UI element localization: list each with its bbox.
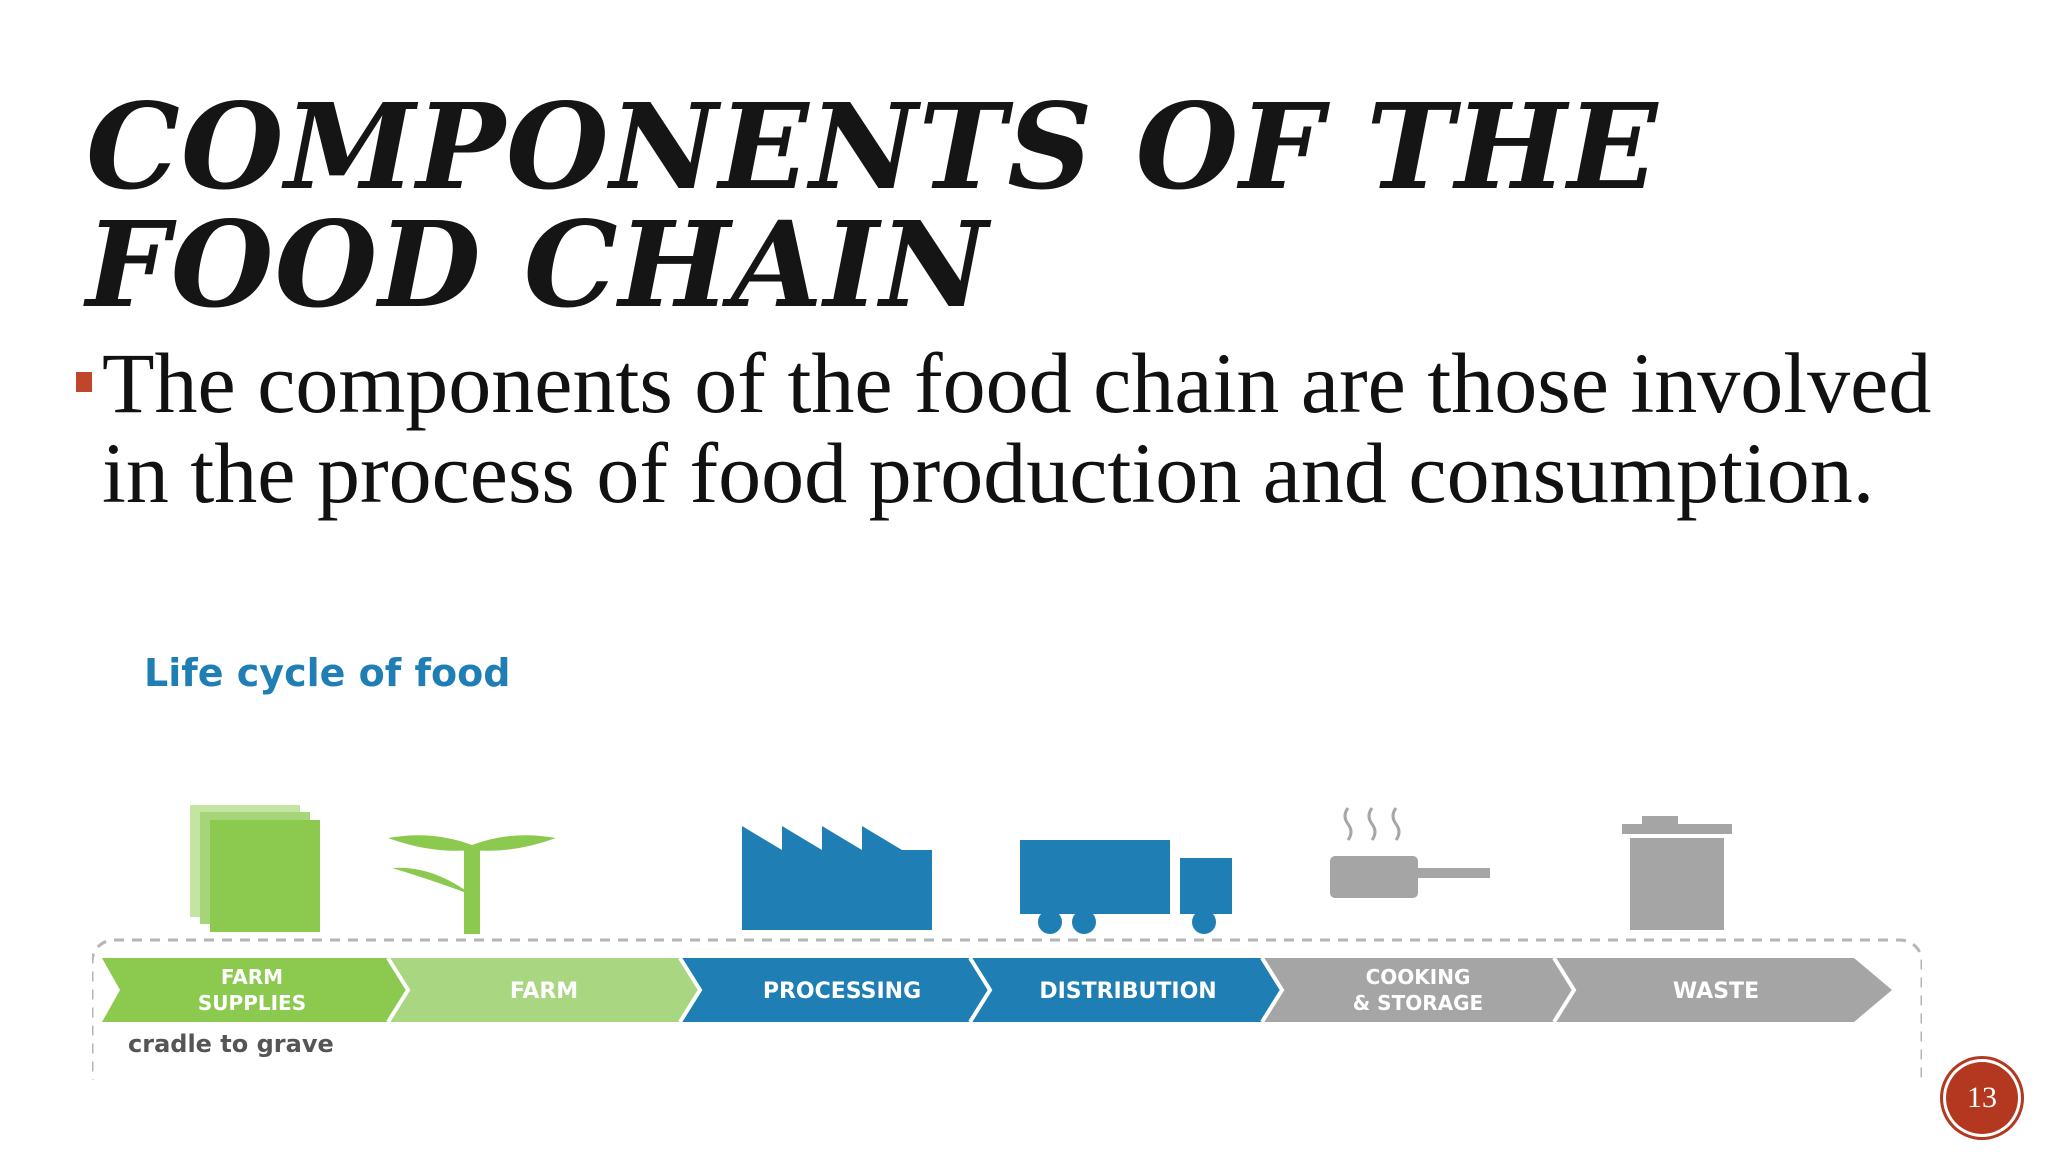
farm-supplies-icon <box>190 805 320 932</box>
chevron-cooking <box>1262 958 1574 1022</box>
life-cycle-diagram: Life cycle of food <box>92 640 1922 1080</box>
page-number: 13 <box>1967 1081 1997 1114</box>
stage-label-farm: FARM <box>510 979 578 1004</box>
trash-bin-icon <box>1622 816 1732 930</box>
bullet-item: The components of the food chain are tho… <box>76 338 1976 518</box>
stage-label-farm-supplies-2: SUPPLIES <box>198 991 306 1015</box>
stage-label-waste: WASTE <box>1673 979 1759 1004</box>
slide-title: COMPONENTS OF THE FOOD CHAIN <box>86 77 1659 334</box>
cooking-pot-icon <box>1330 807 1490 898</box>
stage-label-farm-supplies-1: FARM <box>221 965 283 989</box>
chevron-processing <box>680 958 990 1022</box>
chevron-waste <box>1554 958 1892 1022</box>
chevron-distribution <box>970 958 1282 1022</box>
page-number-badge: 13 <box>1946 1062 2018 1134</box>
stage-label-distribution: DISTRIBUTION <box>1039 979 1216 1004</box>
bullet-square-icon <box>76 372 92 392</box>
stage-label-cooking-1: COOKING <box>1366 965 1471 989</box>
chevron-farm <box>388 958 700 1022</box>
chevron-band <box>102 956 1892 1024</box>
factory-icon <box>742 826 932 930</box>
stage-label-cooking-2: & STORAGE <box>1353 991 1483 1015</box>
stage-label-processing: PROCESSING <box>763 979 921 1004</box>
diagram-title: Life cycle of food <box>144 651 510 695</box>
truck-icon <box>1020 840 1232 934</box>
sprout-icon <box>388 835 556 934</box>
diagram-footer: cradle to grave <box>128 1030 334 1058</box>
bullet-text: The components of the food chain are tho… <box>102 335 1932 521</box>
chevron-farm-supplies <box>102 958 408 1022</box>
